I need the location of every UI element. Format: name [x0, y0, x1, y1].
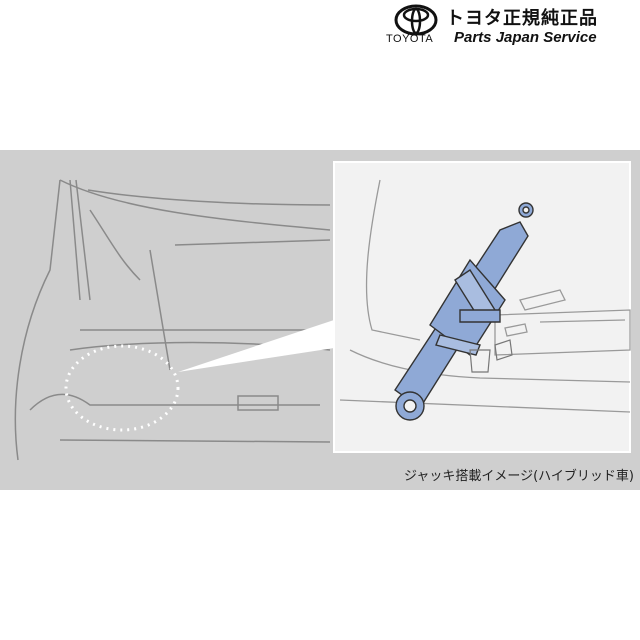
toyota-emblem-icon [394, 4, 438, 36]
brand-tagline-en: Parts Japan Service [454, 29, 597, 46]
brand-tagline-jp: トヨタ正規純正品 [446, 8, 598, 29]
callout-wedge [178, 320, 334, 372]
brand-wordmark: TOYOTA [386, 33, 434, 45]
illustration-caption: ジャッキ搭載イメージ(ハイブリッド車) [404, 468, 634, 484]
illustration-drawing: ジャッキ搭載イメージ(ハイブリッド車) [14, 161, 634, 484]
brand-header: TOYOTA トヨタ正規純正品 Parts Japan Service [386, 2, 638, 50]
scissor-jack-drawing [394, 202, 534, 421]
jack-storage-illustration: ジャッキ搭載イメージ(ハイブリッド車) [0, 150, 640, 490]
highlight-circle [64, 344, 180, 432]
car-trunk-drawing [14, 179, 331, 461]
